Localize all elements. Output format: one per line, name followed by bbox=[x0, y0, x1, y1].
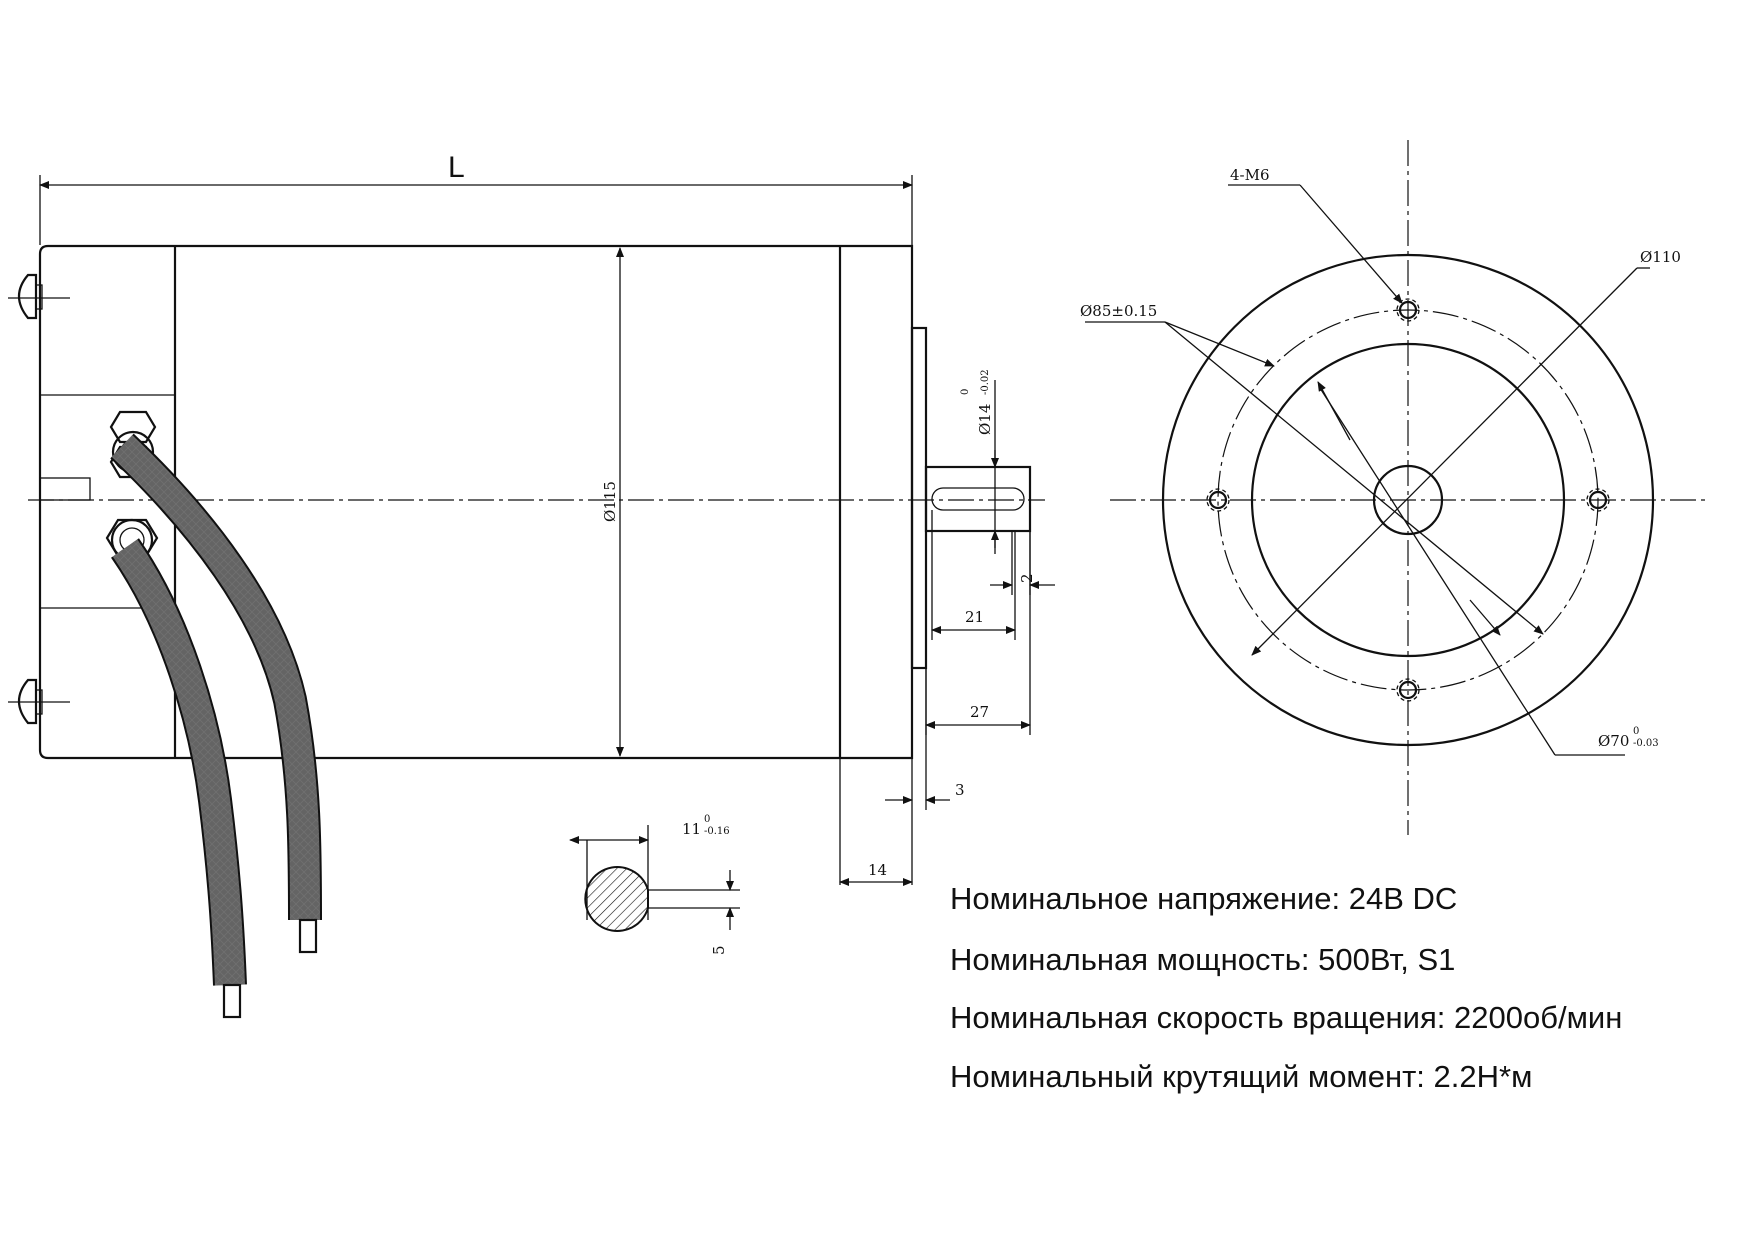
pilot-diameter-label: Ø70 bbox=[1598, 732, 1629, 750]
section-tol-lower: -0.16 bbox=[704, 826, 730, 837]
shaft bbox=[924, 465, 1032, 533]
mount-hole-right bbox=[1586, 488, 1610, 512]
key-offset-dimension: 2 bbox=[990, 530, 1055, 595]
shaft-tol-lower: -0.02 bbox=[980, 369, 991, 395]
end-cap-screw-bottom bbox=[8, 678, 70, 725]
end-cap-screw-top bbox=[8, 273, 70, 320]
body-diameter-label: Ø115 bbox=[601, 481, 619, 522]
cable-bottom bbox=[110, 538, 247, 1019]
spec-voltage: Номинальное напряжение: 24В DC bbox=[950, 881, 1457, 916]
key-length-label: 21 bbox=[965, 608, 984, 626]
bolt-circle bbox=[1217, 309, 1599, 691]
shaft-diameter-dimension: Ø14 0 -0.02 bbox=[960, 369, 999, 554]
mount-holes-label: 4-M6 bbox=[1230, 166, 1270, 184]
mount-hole-top bbox=[1396, 298, 1420, 322]
pilot-tol-upper: 0 bbox=[1633, 726, 1639, 737]
specifications: Номинальное напряжение: 24В DC Номинальн… bbox=[950, 881, 1622, 1094]
pilot-length-dimension: 3 bbox=[885, 668, 965, 885]
key-offset-label: 2 bbox=[1018, 573, 1036, 583]
side-view: L bbox=[8, 151, 1055, 1019]
front-view: 4-M6 Ø110 Ø85±0.15 Ø70 0 -0.03 bbox=[1080, 140, 1710, 835]
flange-length-dimension: 14 bbox=[839, 758, 913, 886]
shaft-length-label: 27 bbox=[970, 703, 989, 721]
spec-torque: Номинальный крутящий момент: 2.2Н*м bbox=[950, 1059, 1532, 1094]
mount-hole-bottom bbox=[1396, 678, 1420, 702]
bolt-circle-label: Ø85±0.15 bbox=[1080, 302, 1157, 320]
section-width-label: 11 bbox=[682, 820, 701, 838]
outer-diameter-label: Ø110 bbox=[1640, 248, 1681, 266]
key-width-label: 5 bbox=[710, 945, 728, 955]
length-label: L bbox=[448, 151, 465, 184]
front-flange bbox=[910, 326, 928, 670]
spec-power: Номинальная мощность: 500Вт, S1 bbox=[950, 942, 1455, 977]
flange-length-label: 14 bbox=[868, 861, 887, 879]
shaft-tol-upper: 0 bbox=[960, 389, 971, 395]
shaft-section-view: 11 0 -0.16 5 bbox=[569, 814, 740, 955]
mount-hole-left bbox=[1206, 488, 1230, 512]
shaft-circle bbox=[1372, 464, 1444, 536]
body-diameter-dimension: Ø115 bbox=[601, 247, 624, 757]
pilot-length-label: 3 bbox=[955, 781, 965, 799]
shaft-diameter-label: Ø14 bbox=[976, 404, 994, 435]
length-dimension: L bbox=[39, 151, 913, 245]
outer-flange-circle bbox=[1161, 253, 1655, 747]
cable-top bbox=[110, 433, 322, 954]
section-tol-upper: 0 bbox=[704, 814, 710, 825]
spec-speed: Номинальная скорость вращения: 2200об/ми… bbox=[950, 1000, 1622, 1035]
pilot-tol-lower: -0.03 bbox=[1633, 738, 1659, 749]
key-length-dimension: 21 bbox=[931, 510, 1016, 640]
pilot-circle bbox=[1250, 342, 1566, 658]
